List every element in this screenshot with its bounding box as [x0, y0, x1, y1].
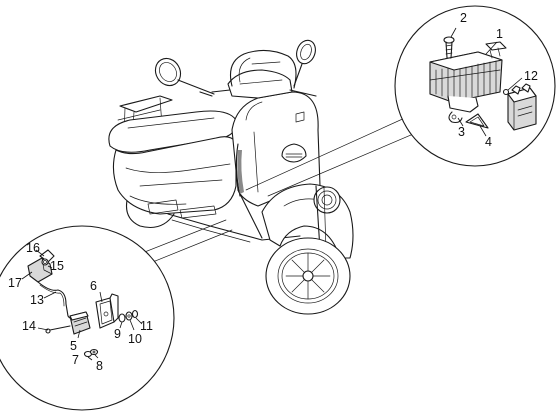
- zoom-line-upper-b: [267, 125, 433, 197]
- callout-2: 2: [460, 11, 467, 25]
- leader-3: [457, 117, 464, 127]
- callout-16: 16: [26, 241, 40, 255]
- callout-5: 5: [70, 339, 77, 353]
- callout-7: 7: [72, 353, 79, 367]
- leader-6: [99, 291, 103, 303]
- left-mirror: [154, 57, 215, 95]
- sensor-plate: [69, 311, 91, 335]
- mounting-bracket: [447, 95, 479, 124]
- leader-17: [21, 271, 33, 280]
- callout-8: 8: [96, 359, 103, 373]
- voltage-regulator: [429, 41, 507, 103]
- gasket: [465, 113, 489, 129]
- leader-15: [47, 265, 53, 269]
- headlight: [313, 186, 341, 214]
- sensor-connector: [27, 249, 79, 320]
- leader-10: [129, 319, 135, 331]
- leader-13: [43, 291, 57, 299]
- scooter-illustration: [108, 39, 354, 315]
- washer-stack: [118, 309, 139, 323]
- leader-1: [485, 41, 498, 55]
- screw: [443, 36, 455, 59]
- leader-9: [119, 321, 123, 329]
- windscreen: [229, 49, 297, 89]
- callout-6: 6: [90, 279, 97, 293]
- callout-1: 1: [496, 27, 503, 41]
- leg-shield: [231, 91, 321, 207]
- callout-3: 3: [458, 125, 465, 139]
- leader-12: [507, 77, 523, 91]
- leader-2: [450, 27, 457, 38]
- callout-14: 14: [22, 319, 36, 333]
- nut-and-washer: [83, 348, 99, 358]
- callout-13: 13: [30, 293, 44, 307]
- handlebar: [199, 69, 317, 99]
- leader-4: [479, 125, 487, 137]
- leader-8: [94, 354, 99, 359]
- callout-12: 12: [524, 69, 538, 83]
- rear-wheel: [125, 195, 175, 229]
- leader-11: [135, 317, 143, 325]
- callout-11: 11: [140, 319, 153, 333]
- rear-body: [112, 136, 237, 219]
- callout-10: 10: [128, 332, 142, 346]
- zoom-line-upper-a: [245, 111, 419, 191]
- sensor-bracket: [95, 293, 119, 329]
- callout-15: 15: [50, 259, 64, 273]
- right-mirror: [293, 39, 316, 87]
- front-wheel: [265, 237, 351, 315]
- leader-7: [87, 356, 93, 361]
- callout-4: 4: [485, 135, 492, 149]
- callout-9: 9: [114, 327, 121, 341]
- callout-17: 17: [8, 276, 22, 290]
- detail-circle-regulator: 2 1 12 3 4: [394, 5, 556, 167]
- leader-16: [35, 249, 45, 257]
- detail-circle-sensor: 16 15 17 13 14 5 6 7 8 9 10 11: [0, 225, 175, 411]
- relay-module: [502, 83, 537, 131]
- leader-5: [77, 329, 81, 339]
- leader-14: [37, 327, 49, 331]
